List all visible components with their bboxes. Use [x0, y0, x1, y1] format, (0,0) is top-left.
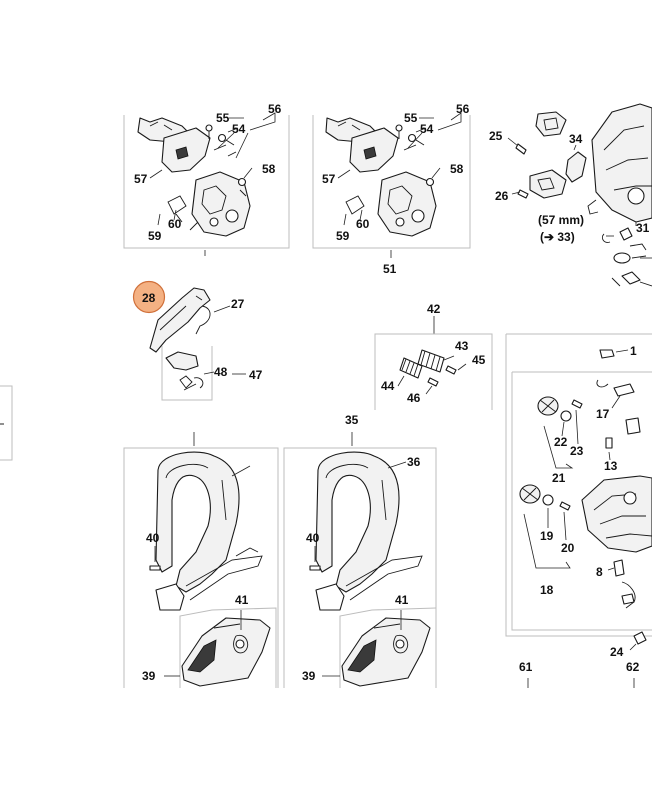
left-edge-fragment: [0, 385, 13, 461]
highlight-circle: [132, 280, 166, 314]
label-62: 62: [626, 660, 640, 674]
label-59: 59: [148, 229, 162, 243]
label-28: 28: [142, 291, 156, 305]
svg-text:54: 54: [232, 122, 246, 136]
spring-43: [417, 349, 445, 373]
engine-assembly-frame: 1 17 22 23 21 13 19 20 18: [505, 333, 652, 637]
label-57: 57: [134, 172, 148, 186]
label-33-ref: (➔ 33): [540, 230, 575, 244]
callout-badge-28: 28: [132, 280, 166, 314]
label-36: 36: [407, 455, 421, 469]
label-57: 57: [322, 172, 336, 186]
label-60: 60: [168, 217, 182, 231]
label-45: 45: [472, 353, 486, 367]
rear-handle-bracket: 27 28 48 47: [132, 280, 263, 401]
label-20: 20: [561, 541, 575, 555]
front-handle-frame-b: 35 36 40 41 39: [283, 413, 437, 688]
label-41: 41: [235, 593, 249, 607]
label-41: 41: [395, 593, 409, 607]
label-23: 23: [570, 444, 584, 458]
label-47: 47: [249, 368, 263, 382]
label-44: 44: [381, 379, 395, 393]
spring-set-frame: 42 43 45 44 46: [374, 302, 493, 410]
label-26: 26: [495, 189, 509, 203]
label-35: 35: [345, 413, 359, 427]
label-59: 59: [336, 229, 350, 243]
label-21: 21: [552, 471, 566, 485]
spring-44: [399, 357, 423, 379]
label-48: 48: [214, 365, 228, 379]
label-54: 54: [232, 122, 246, 136]
label-51: 51: [383, 262, 397, 276]
label-18: 18: [540, 583, 554, 597]
label-34: 34: [569, 132, 583, 146]
label-27: 27: [231, 297, 245, 311]
label-43: 43: [455, 339, 469, 353]
label-19: 19: [540, 529, 554, 543]
svg-text:55: 55: [216, 111, 230, 125]
carburetor-parts-right: 25 34 26 (57 mm) (➔ 33) 31: [489, 103, 652, 287]
bottom-right-parts: 24 61 62: [519, 631, 647, 688]
label-17: 17: [596, 407, 610, 421]
label-40: 40: [146, 531, 160, 545]
label-55: 55: [404, 111, 418, 125]
label-42: 42: [427, 302, 441, 316]
label-60: 60: [356, 217, 370, 231]
label-25: 25: [489, 129, 503, 143]
label-22: 22: [554, 435, 568, 449]
label-55: 55: [216, 111, 230, 125]
label-40: 40: [306, 531, 320, 545]
label-54: 54: [420, 122, 434, 136]
label-56-partial: 56: [268, 102, 282, 116]
label-39: 39: [302, 669, 316, 683]
label-1: 1: [630, 344, 637, 358]
label-61: 61: [519, 660, 533, 674]
carburetor-assembly-frame-b: 55 54 56 57 58 59 60 51: [312, 102, 471, 276]
label-56-partial: 56: [456, 102, 470, 116]
carburetor-assembly-frame-a: 55 54 56 57 58 59 60: [123, 102, 290, 256]
label-58: 58: [262, 162, 276, 176]
label-39: 39: [142, 669, 156, 683]
label-57mm: (57 mm): [538, 213, 584, 227]
label-24: 24: [610, 645, 624, 659]
label-58: 58: [450, 162, 464, 176]
label-46: 46: [407, 391, 421, 405]
front-handle-frame-a: 40 41 39: [123, 432, 279, 688]
label-13: 13: [604, 459, 618, 473]
label-31: 31: [636, 221, 650, 235]
label-8: 8: [596, 565, 603, 579]
